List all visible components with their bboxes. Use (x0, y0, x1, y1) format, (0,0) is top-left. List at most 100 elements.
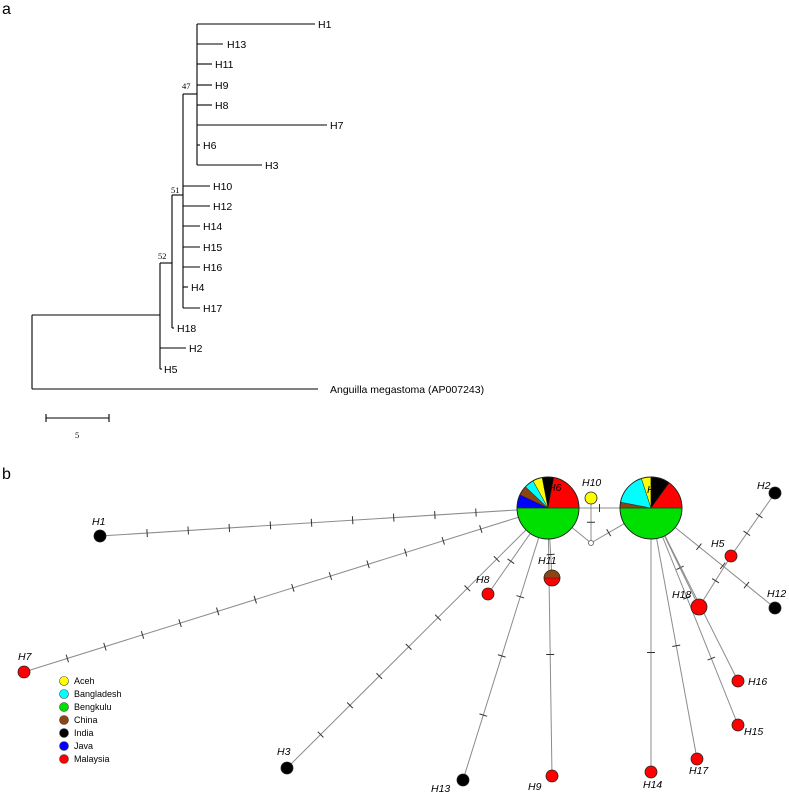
bootstrap-value: 47 (182, 81, 191, 91)
scale-bar-label: 5 (75, 430, 79, 440)
tip-label: H14 (203, 221, 222, 233)
haplotype-label: H5 (711, 538, 725, 550)
mutation-tick (291, 583, 295, 592)
tip-label: H11 (215, 59, 234, 71)
panel-b-label: b (2, 466, 11, 483)
haplotype-node (481, 587, 495, 601)
haplotype-label: H3 (277, 746, 291, 758)
mutation-tick (743, 581, 750, 589)
legend-swatch (59, 689, 69, 699)
haplotype-label: H4 (647, 484, 661, 496)
network-edge (650, 507, 739, 682)
pie-slice (619, 507, 683, 540)
tip-labels: H1 H13 H11 H9 H8 H7 H6 H3 H10 H12 H14 H1… (164, 19, 484, 396)
haplotype-label: H14 (643, 779, 662, 791)
legend-swatch (59, 754, 69, 764)
haplotype-label: H13 (431, 783, 450, 792)
phylogenetic-tree: a (2, 1, 484, 440)
mutation-tick (405, 643, 412, 651)
legend-label: China (74, 715, 98, 725)
haplotype-node (731, 718, 745, 732)
mutation-tick (346, 702, 354, 709)
haplotype-node (280, 761, 294, 775)
haplotype-label: H17 (689, 765, 709, 777)
tip-label: H9 (215, 80, 229, 92)
mutation-tick (441, 536, 445, 545)
tip-label: H16 (203, 262, 222, 274)
mutation-tick (103, 642, 107, 651)
mutation-tick (216, 607, 220, 616)
tip-label: H15 (203, 242, 222, 254)
legend-label: Malaysia (74, 754, 110, 764)
mutation-tick (479, 525, 483, 533)
mutation-tick (65, 654, 69, 663)
mutation-tick (676, 565, 684, 571)
legend-swatch (59, 728, 69, 738)
network-nodes (17, 476, 782, 787)
tip-label: Anguilla megastoma (AP007243) (330, 384, 484, 396)
tip-label: H5 (164, 364, 178, 376)
network-edge (547, 507, 553, 777)
mutation-tick (253, 595, 257, 604)
tip-label: H17 (203, 303, 222, 315)
mutation-tick (178, 619, 182, 628)
haplotype-label: H8 (476, 574, 490, 586)
haplotype-label: H11 (538, 555, 556, 567)
haplotype-node (545, 769, 559, 783)
legend-swatch (59, 715, 69, 725)
network-edge (462, 507, 549, 781)
haplotype-node (619, 476, 683, 540)
haplotype-label: H7 (18, 651, 33, 663)
legend-label: Bangladesh (74, 689, 122, 699)
network-edge (286, 507, 549, 769)
legend-swatch (59, 676, 69, 686)
tree-branches (31, 23, 327, 390)
tip-label: H13 (227, 39, 246, 51)
haplotype-label: H1 (92, 516, 105, 528)
haplotype-node (93, 529, 107, 543)
legend-label: Aceh (74, 676, 95, 686)
network-edge (650, 507, 698, 760)
mutation-tick (719, 562, 726, 570)
tip-label: H8 (215, 100, 229, 112)
legend-swatch (59, 741, 69, 751)
mutation-tick (516, 595, 525, 599)
mutation-tick (493, 555, 500, 563)
tip-label: H4 (191, 282, 205, 294)
mutation-tick (672, 644, 681, 648)
haplotype-node (768, 486, 782, 500)
haplotype-node (690, 752, 704, 766)
mutation-tick (376, 672, 383, 680)
network-edge (23, 507, 549, 673)
tip-label: H7 (330, 120, 344, 132)
network-edge (650, 507, 739, 726)
haplotype-label: H18 (672, 589, 691, 601)
mutation-tick (328, 572, 333, 581)
haplotype-node (731, 674, 745, 688)
tip-label: H10 (213, 181, 232, 193)
haplotype-label: H15 (744, 726, 763, 738)
mutation-tick (683, 595, 691, 600)
legend-swatch (59, 702, 69, 712)
haplotype-label: H2 (757, 480, 771, 492)
haplotype-node (543, 569, 561, 587)
tip-label: H12 (213, 201, 232, 213)
tip-label: H2 (189, 343, 203, 355)
haplotype-node (644, 765, 658, 779)
tip-label: H18 (177, 323, 196, 335)
median-vector (588, 540, 594, 546)
haplotype-label: H16 (748, 676, 767, 688)
legend-label: India (74, 728, 94, 738)
mutation-tick (366, 560, 370, 569)
mutation-tick (317, 731, 324, 738)
mutation-tick (140, 630, 145, 639)
mutation-tick (743, 530, 751, 537)
legend-label: Java (74, 741, 93, 751)
haplotype-node (17, 665, 31, 679)
mutation-tick (403, 548, 408, 557)
network-edge (99, 507, 549, 537)
network-edge (730, 492, 776, 557)
haplotype-node (690, 598, 708, 616)
